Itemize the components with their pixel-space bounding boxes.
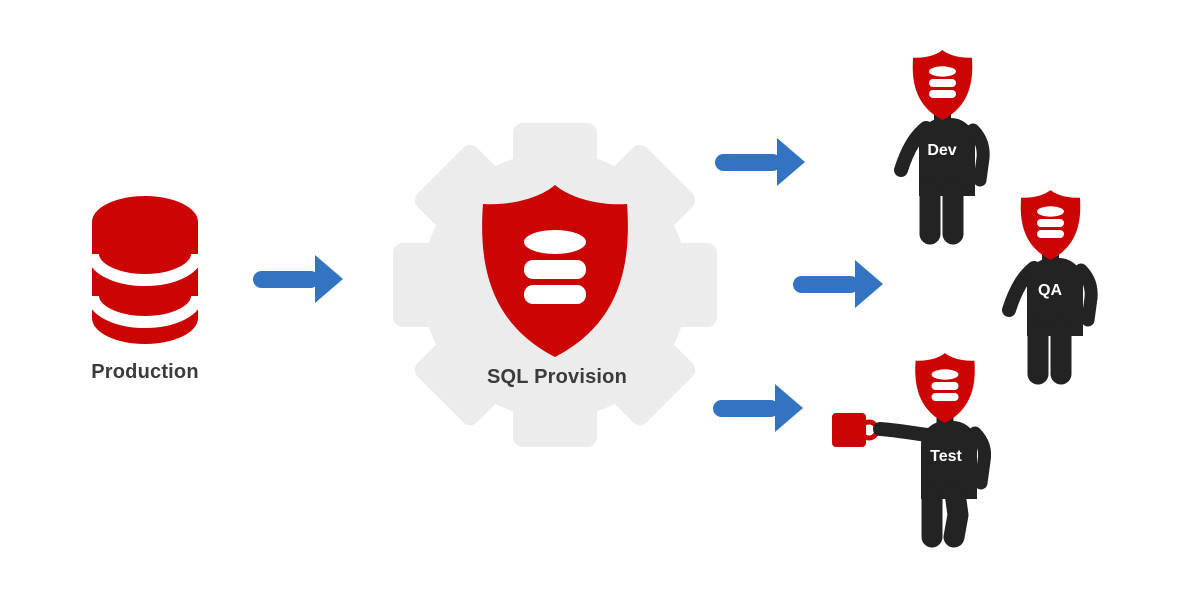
database-band-gap xyxy=(92,253,198,286)
coffee-mug-icon xyxy=(832,413,880,447)
mug-body xyxy=(832,413,866,447)
test-label: Test xyxy=(930,448,962,465)
production-label: Production xyxy=(91,361,199,383)
shield-database-head-icon xyxy=(1020,190,1081,260)
person-left-arm xyxy=(873,422,935,442)
person-right-leg xyxy=(943,482,969,548)
arrow-head xyxy=(777,138,805,186)
arrow-tail xyxy=(713,400,779,417)
arrow-sql-provision-to-dev xyxy=(715,138,805,186)
database-icon xyxy=(524,230,586,304)
person-right-arm xyxy=(966,123,990,187)
arrow-head xyxy=(855,260,883,308)
sql-provision-label: SQL Provision xyxy=(486,366,628,388)
arrow-sql-provision-to-test xyxy=(713,384,803,432)
person-body xyxy=(894,110,990,245)
shield-database-head-icon xyxy=(915,353,975,423)
qa-label: QA xyxy=(1038,282,1062,299)
arrow-tail xyxy=(715,154,781,171)
arrow-sql-provision-to-qa xyxy=(793,260,883,308)
production-database-icon xyxy=(92,196,198,344)
shield-database-head-icon xyxy=(912,50,973,120)
person-body xyxy=(873,413,992,548)
arrow-production-to-sql-provision xyxy=(253,255,343,303)
dev-label: Dev xyxy=(927,142,956,159)
qa-user-figure: QA xyxy=(1002,190,1098,385)
sql-provision-icon xyxy=(393,123,717,447)
arrow-head xyxy=(315,255,343,303)
arrow-tail xyxy=(793,276,859,293)
test-user-figure: Test xyxy=(832,353,992,548)
person-body xyxy=(1002,250,1098,385)
arrow-head xyxy=(775,384,803,432)
arrow-tail xyxy=(253,271,319,288)
database-band-gap xyxy=(92,295,198,328)
person-right-arm xyxy=(1074,263,1098,327)
person-right-arm xyxy=(968,426,992,490)
database-cylinder xyxy=(92,196,198,344)
dev-user-figure: Dev xyxy=(894,50,990,245)
